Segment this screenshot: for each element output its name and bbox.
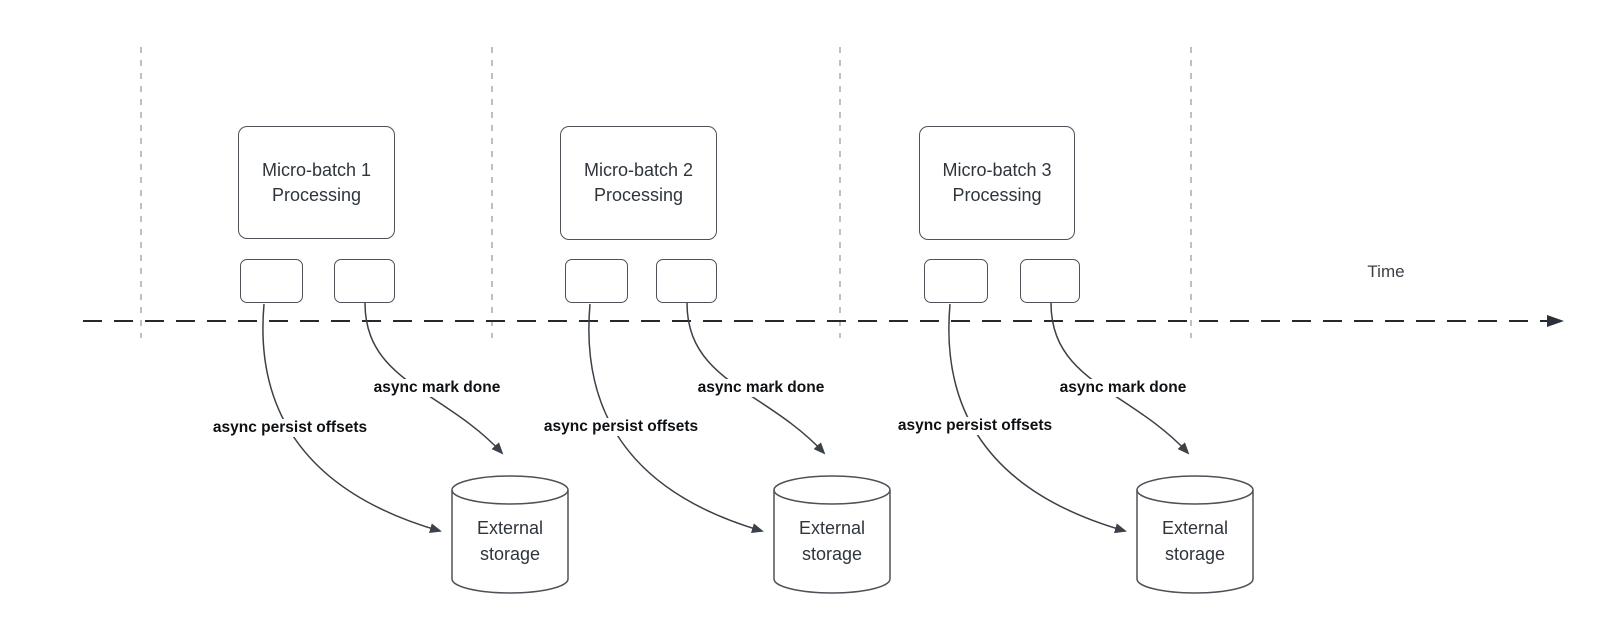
mark-done-task-box-2	[656, 259, 717, 303]
micro-batch-1-title-line2: Processing	[271, 184, 362, 205]
time-axis-label: Time	[1367, 262, 1405, 281]
micro-batch-3-title-line1: Micro-batch 3	[942, 160, 1052, 180]
persist-offsets-task-box-3	[924, 259, 988, 303]
async-mark-done-label-2: async mark done	[694, 379, 828, 397]
async-mark-done-arrow-2	[686, 302, 826, 455]
async-persist-offsets-label-1: async persist offsets	[209, 419, 371, 437]
async-mark-done-arrow-3	[1050, 302, 1190, 455]
mark-done-task-box-3	[1020, 259, 1080, 303]
external-storage-label-1: External storage	[476, 518, 544, 564]
micro-batch-2-title-line1: Micro-batch 2	[583, 160, 694, 180]
micro-batch-3-box: Micro-batch 3 Processing	[919, 126, 1075, 240]
micro-batch-3-title-line2: Processing	[952, 185, 1042, 205]
mark-done-task-box-1	[334, 259, 395, 303]
async-mark-done-label-1: async mark done	[370, 379, 504, 397]
async-persist-offsets-arrow-1	[262, 303, 442, 534]
external-storage-cylinder-3	[1136, 475, 1254, 594]
async-mark-done-arrow-1	[364, 302, 504, 455]
async-mark-done-label-3: async mark done	[1056, 379, 1190, 397]
persist-offsets-task-box-2	[565, 259, 628, 303]
external-storage-cylinder-2	[773, 475, 891, 594]
external-storage-cylinder-1	[451, 475, 569, 594]
micro-batch-2-title-line2: Processing	[593, 185, 684, 205]
micro-batch-1-title-line1: Micro-batch 1	[261, 159, 372, 180]
external-storage-label-3: External storage	[1161, 518, 1229, 564]
micro-batch-1-box: Micro-batch 1 Processing	[238, 126, 395, 239]
external-storage-label-2: External storage	[798, 518, 866, 564]
async-persist-offsets-label-3: async persist offsets	[894, 417, 1056, 435]
persist-offsets-task-box-1	[240, 259, 303, 303]
async-persist-offsets-label-2: async persist offsets	[540, 418, 702, 436]
micro-batch-2-box: Micro-batch 2 Processing	[560, 126, 717, 240]
async-persist-offsets-arrow-3	[948, 303, 1127, 534]
